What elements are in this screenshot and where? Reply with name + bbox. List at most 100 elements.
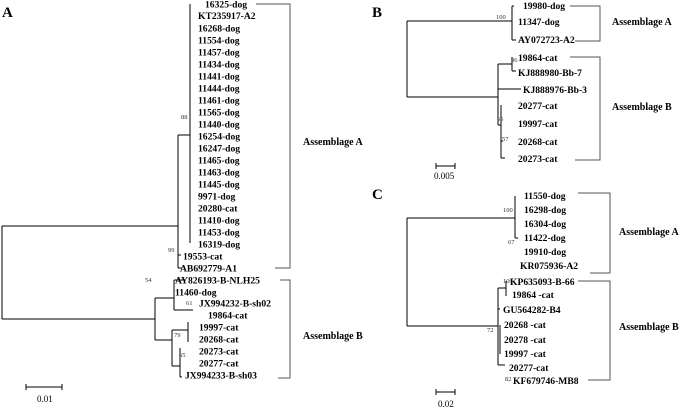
bootstrap-value: 99 — [168, 247, 175, 254]
bootstrap-value: 88 — [181, 114, 188, 121]
leaf-label: 11444-dog — [198, 84, 240, 95]
bootstrap-value: 96 — [511, 57, 518, 64]
bootstrap-value: 82 — [505, 376, 512, 383]
leaf-label: KF679746-MB8 — [513, 376, 579, 387]
panel-b-leaves-assemblage-a: 19980-dog 11347-dog AY072723-A2 — [518, 1, 575, 46]
panel-b-clade-brackets: Assemblage A Assemblage B — [570, 5, 673, 161]
panel-b-leaves-assemblage-b: 19864-cat KJ888980-Bb-7 KJ888976-Bb-3 20… — [518, 53, 587, 165]
leaf-label: 11445-dog — [198, 180, 240, 191]
panel-a-leaves-assemblage-a: 16325-dog KT235917-A2 16268-dog 11554-do… — [180, 0, 256, 275]
scale-bar-label: 0.01 — [37, 394, 53, 404]
bootstrap-value: 57 — [502, 136, 509, 143]
leaf-label: 11422-dog — [524, 233, 566, 244]
bootstrap-value: 65 — [179, 352, 186, 359]
panel-a-scale-bar: 0.01 — [25, 384, 63, 404]
panel-b-branches — [406, 5, 521, 159]
leaf-label: 20278 -cat — [504, 335, 547, 346]
panel-b-bootstrap: 100 96 65 57 — [496, 14, 518, 143]
leaf-label: 19997-cat — [199, 323, 239, 334]
panel-a-clade-brackets: Assemblage A Assemblage B — [256, 3, 364, 379]
leaf-label: JX994233-B-sh03 — [185, 371, 257, 382]
leaf-label: 20268-cat — [518, 137, 558, 148]
leaf-label: AY826193-B-NLH25 — [175, 276, 260, 287]
bootstrap-value: 79 — [174, 332, 181, 339]
leaf-label: 16268-dog — [198, 24, 240, 35]
leaf-label: AY072723-A2 — [518, 35, 575, 46]
leaf-label: 11460-dog — [175, 288, 217, 299]
leaf-label: 20277-cat — [199, 359, 239, 370]
leaf-label: 9971-dog — [198, 192, 236, 203]
leaf-label: 16298-dog — [524, 205, 566, 216]
panel-c-leaves-assemblage-a: 11550-dog 16298-dog 16304-dog 11422-dog … — [520, 191, 578, 272]
scale-bar-label: 0.02 — [438, 399, 454, 409]
leaf-label: 16304-dog — [524, 219, 566, 230]
bootstrap-value: 100 — [496, 14, 506, 21]
panel-b-label: B — [372, 5, 382, 21]
leaf-label: 19997-cat — [518, 119, 558, 130]
panel-c-scale-bar: 0.02 — [435, 389, 456, 409]
leaf-label: 11347-dog — [518, 17, 560, 28]
bootstrap-value: 100 — [503, 278, 513, 285]
leaf-label: KJ888976-Bb-3 — [523, 85, 587, 96]
clade-label-assemblage-b: Assemblage B — [303, 331, 363, 342]
panel-a-branches — [1, 4, 193, 378]
panel-c-bootstrap: 100 67 100 72 82 — [487, 207, 515, 383]
leaf-label: 19864 -cat — [512, 290, 555, 301]
panel-c-branches — [406, 196, 518, 366]
leaf-label: 20277-cat — [518, 101, 558, 112]
clade-label-assemblage-a: Assemblage A — [612, 17, 673, 28]
leaf-label: 20268 -cat — [504, 320, 547, 331]
leaf-label: 20273-cat — [199, 347, 239, 358]
leaf-label: 11565-dog — [198, 108, 240, 119]
leaf-label: 20268-cat — [199, 335, 239, 346]
panel-c-clade-brackets: Assemblage A Assemblage B — [578, 192, 680, 381]
leaf-label: 11434-dog — [198, 60, 240, 71]
bootstrap-value: 67 — [508, 239, 515, 246]
leaf-label: 16247-dog — [198, 144, 240, 155]
panel-a-label: A — [2, 5, 13, 21]
panel-c-label: C — [372, 187, 383, 203]
panel-a-leaves-assemblage-b: AY826193-B-NLH25 11460-dog JX994232-B-sh… — [175, 276, 271, 382]
leaf-label: KJ888980-Bb-7 — [518, 68, 582, 79]
leaf-label: 20280-cat — [198, 204, 238, 215]
leaf-label: 11461-dog — [198, 96, 240, 107]
leaf-label: 11457-dog — [198, 48, 240, 59]
bootstrap-value: 65 — [497, 116, 504, 123]
leaf-label: 19980-dog — [523, 1, 565, 12]
clade-label-assemblage-b: Assemblage B — [619, 322, 679, 333]
leaf-label: 20277-cat — [509, 363, 549, 374]
bootstrap-value: 54 — [145, 277, 152, 284]
leaf-label: 19997 -cat — [504, 349, 547, 360]
panel-b: B 19980-dog 11347-dog AY072723-A2 19864-… — [372, 1, 673, 181]
leaf-label: 16319-dog — [198, 240, 240, 251]
leaf-label: 16254-dog — [198, 132, 240, 143]
leaf-label: 20273-cat — [518, 154, 558, 165]
leaf-label: 19864-cat — [518, 53, 558, 64]
leaf-label: GU564282-B4 — [503, 305, 561, 316]
leaf-label: 19553-cat — [183, 252, 223, 263]
bootstrap-value: 72 — [487, 327, 494, 334]
clade-label-assemblage-b: Assemblage B — [612, 102, 672, 113]
panel-c: C 11550-dog 16298-dog 16304-dog 11422-do… — [372, 187, 680, 409]
scale-bar-label: 0.005 — [434, 171, 455, 181]
panel-c-leaves-assemblage-b: KP635093-B-66 19864 -cat GU564282-B4 202… — [503, 277, 579, 387]
leaf-label: JX994232-B-sh02 — [199, 299, 271, 310]
leaf-label: 19864-cat — [208, 311, 248, 322]
bootstrap-value: 100 — [503, 207, 513, 214]
leaf-label: KT235917-A2 — [198, 11, 256, 22]
clade-label-assemblage-a: Assemblage A — [303, 137, 364, 148]
panel-a-bootstrap: 88 99 54 61 79 65 — [145, 114, 193, 359]
clade-label-assemblage-a: Assemblage A — [619, 227, 680, 238]
leaf-label: KP635093-B-66 — [510, 277, 575, 288]
leaf-label: 11440-dog — [198, 120, 240, 131]
panel-a: A 1632 — [1, 0, 364, 404]
leaf-label: KR075936-A2 — [520, 261, 578, 272]
panel-b-scale-bar: 0.005 — [434, 163, 456, 181]
leaf-label: AB692779-A1 — [180, 264, 237, 275]
leaf-label: 11441-dog — [198, 72, 240, 83]
bootstrap-value: 61 — [186, 300, 193, 307]
leaf-label: 11550-dog — [524, 191, 566, 202]
leaf-label: 11453-dog — [198, 228, 240, 239]
leaf-label: 11554-dog — [198, 36, 240, 47]
